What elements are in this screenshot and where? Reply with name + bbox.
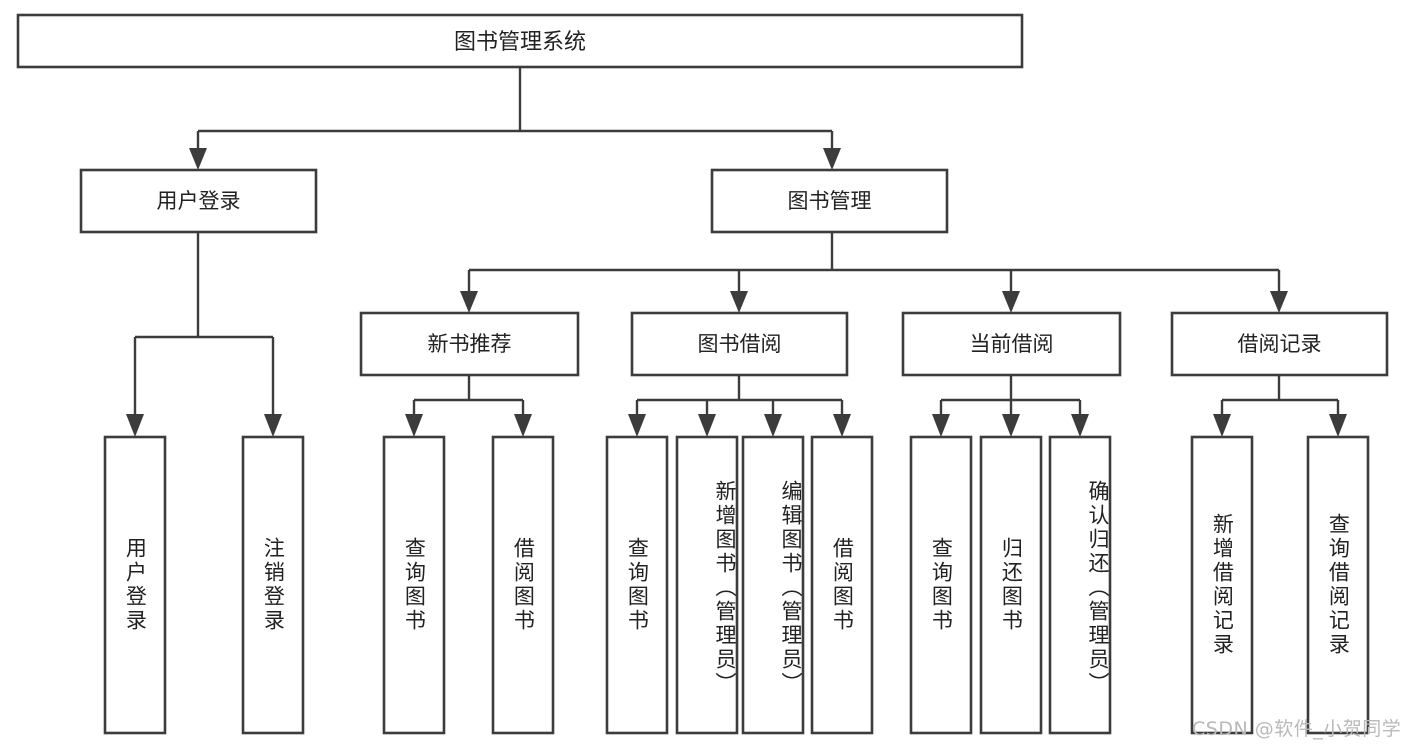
node-new-book-recommend-label: 新书推荐 [428,332,512,356]
connector-currentborrow-to-leaves [932,375,1089,437]
node-leaf-confirm-return[interactable] [1048,435,1112,735]
node-leaf-query-record[interactable] [1306,435,1370,735]
node-current-borrow-label: 当前借阅 [970,332,1054,356]
node-leaf-query-book-1[interactable] [382,435,446,735]
connector-bookborrow-to-leaves [628,375,851,437]
node-leaf-query-book-3[interactable] [909,435,973,735]
csdn-watermark: CSDN @软件_小贺同学 [1192,718,1402,740]
node-user-login-label: 用户登录 [157,189,241,213]
connector-newbook-to-leaves [405,375,532,437]
node-current-borrow[interactable]: 当前借阅 [901,311,1122,377]
node-borrow-record[interactable]: 借阅记录 [1170,311,1389,377]
node-leaf-edit-book[interactable] [741,435,805,735]
node-user-login[interactable]: 用户登录 [79,168,318,234]
node-leaf-query-book-2[interactable] [605,435,669,735]
node-root[interactable]: 图书管理系统 [16,13,1024,69]
connector-bookmanage-to-level3 [460,232,1288,313]
node-leaf-add-record[interactable] [1190,435,1254,735]
node-leaf-logout-login[interactable] [241,435,305,735]
node-borrow-record-label: 借阅记录 [1238,332,1322,356]
connector-userlogin-to-leaves [126,232,282,437]
node-book-manage[interactable]: 图书管理 [710,168,949,234]
connector-root-to-level2 [189,67,841,170]
node-new-book-recommend[interactable]: 新书推荐 [359,311,580,377]
node-leaf-return-book[interactable] [979,435,1043,735]
connector-borrowrecord-to-leaves [1213,375,1347,437]
node-book-manage-label: 图书管理 [788,189,872,213]
node-leaf-add-book[interactable] [675,435,739,735]
node-leaf-user-login[interactable] [103,435,167,735]
node-leaf-borrow-book-1[interactable] [491,435,555,735]
node-book-borrow-label: 图书借阅 [698,332,782,356]
node-leaf-borrow-book-2[interactable] [810,435,874,735]
node-book-borrow[interactable]: 图书借阅 [630,311,849,377]
node-root-label: 图书管理系统 [454,30,586,55]
